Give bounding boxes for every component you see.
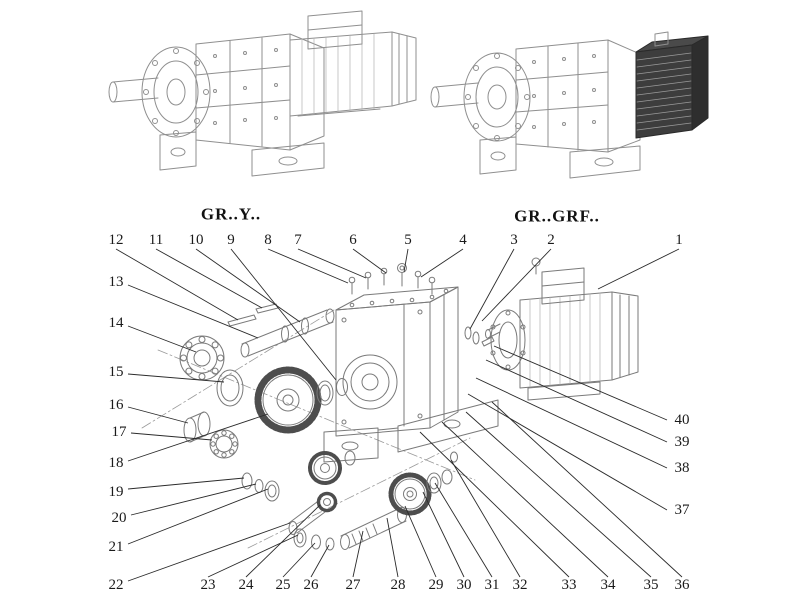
callout-20: 20: [112, 510, 127, 526]
callout-5: 5: [404, 232, 412, 248]
callout-10: 10: [189, 232, 204, 248]
callout-27: 27: [346, 577, 362, 593]
callout-13: 13: [109, 274, 124, 290]
callout-40: 40: [675, 412, 690, 428]
callout-37: 37: [675, 502, 691, 518]
callout-12: 12: [109, 232, 124, 248]
callout-26: 26: [304, 577, 320, 593]
callout-16: 16: [109, 397, 125, 413]
callout-19: 19: [109, 484, 124, 500]
callout-29: 29: [429, 577, 444, 593]
callout-1: 1: [675, 232, 683, 248]
callout-28: 28: [391, 577, 406, 593]
intermediate-gear-set: [241, 450, 356, 535]
gr-grf-assembly-drawing: [430, 31, 709, 179]
leader-lines: [115, 248, 683, 582]
callout-22: 22: [109, 577, 124, 593]
motor: [490, 257, 639, 401]
gr-y-assembly-drawing: [108, 10, 417, 177]
callout-30: 30: [457, 577, 472, 593]
callout-32: 32: [513, 577, 528, 593]
callout-14: 14: [109, 315, 125, 331]
output-shaft-set: [293, 451, 458, 551]
callout-17: 17: [112, 424, 128, 440]
callout-35: 35: [644, 577, 659, 593]
callout-39: 39: [675, 434, 690, 450]
callout-21: 21: [109, 539, 124, 555]
motor-shaft-fittings: [464, 323, 501, 347]
callout-25: 25: [276, 577, 291, 593]
callout-numbers: 12 11 10 9 8 7 6 5 4 3 2 1 13 14 15 16 1…: [109, 232, 691, 593]
callout-11: 11: [149, 232, 163, 248]
exploded-view-drawing: [141, 257, 639, 551]
callout-33: 33: [562, 577, 577, 593]
input-shaft-and-keys: [227, 303, 335, 358]
callout-4: 4: [459, 232, 467, 248]
callout-6: 6: [349, 232, 357, 248]
large-gear: [254, 366, 348, 434]
callout-8: 8: [264, 232, 272, 248]
callout-15: 15: [109, 364, 124, 380]
callout-23: 23: [201, 577, 216, 593]
callout-31: 31: [485, 577, 500, 593]
callout-36: 36: [675, 577, 691, 593]
callout-9: 9: [227, 232, 235, 248]
callout-2: 2: [547, 232, 555, 248]
callout-34: 34: [601, 577, 617, 593]
gr-grf-label: GR..GRF..: [514, 207, 600, 226]
callout-7: 7: [294, 232, 302, 248]
callout-24: 24: [239, 577, 255, 593]
gearbox-housing: [323, 286, 499, 463]
callout-18: 18: [109, 455, 124, 471]
callout-3: 3: [510, 232, 518, 248]
gr-y-label: GR..Y..: [201, 205, 261, 224]
cover-bolts: [348, 263, 436, 295]
callout-38: 38: [675, 460, 690, 476]
